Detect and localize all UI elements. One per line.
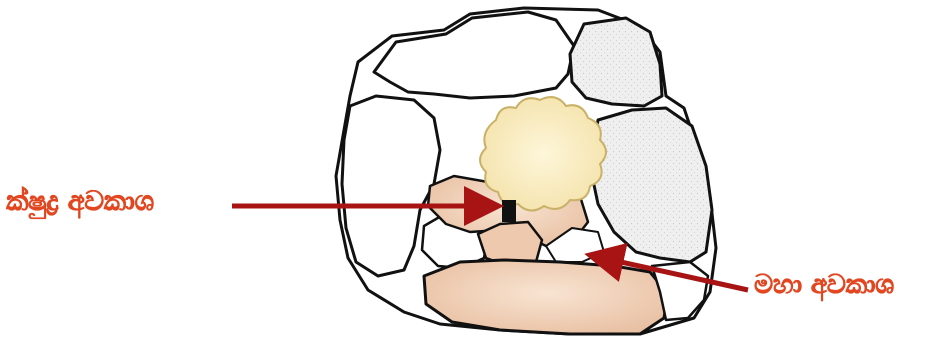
aggregate-bottom-block xyxy=(424,260,668,334)
aggregate-block xyxy=(570,18,662,106)
micro-pore-marker xyxy=(502,200,516,222)
minor-space-label: ක්ෂුද්‍ර අවකාශ xyxy=(6,186,154,218)
aggregate-yellow-cluster xyxy=(480,97,606,210)
major-space-label: මහා අවකාශ xyxy=(754,270,894,301)
aggregate-block xyxy=(374,12,574,98)
